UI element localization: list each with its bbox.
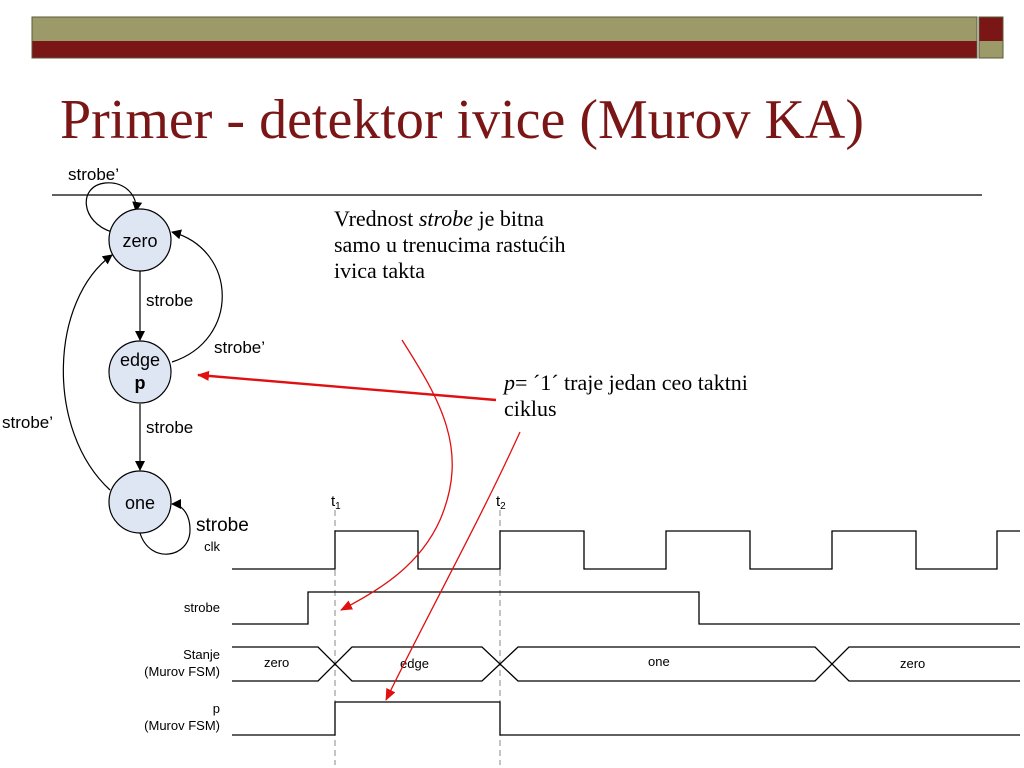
state-value-zero-1: zero <box>264 655 289 670</box>
state-edge-label: edge <box>120 350 160 370</box>
header-olive-bar <box>32 17 977 41</box>
zero-edge-label: strobe <box>146 291 193 310</box>
header-maroon-square <box>979 17 1003 41</box>
p-signal-label-line1: p <box>213 701 220 716</box>
header-olive-square <box>979 41 1003 58</box>
note-strobe-relevance: Vrednost strobe je bitna samo u trenucim… <box>334 206 566 283</box>
clk-waveform <box>232 530 1020 570</box>
state-zero <box>108 208 172 272</box>
one-zero-arc <box>62 254 113 491</box>
note-p-duration: p= ´1´ traje jedan ceo taktni ciklus <box>504 370 748 421</box>
t1-label: t1 <box>331 493 341 512</box>
slide-title: Primer - detektor ivice (Murov KA) <box>60 89 864 151</box>
one-self-label: strobe <box>196 515 249 536</box>
p-signal-label-line2: (Murov FSM) <box>144 718 220 733</box>
state-value-edge: edge <box>400 656 429 671</box>
strobe-signal-label: strobe <box>184 600 220 615</box>
edge-zero-arc <box>171 229 223 363</box>
state-one-label: one <box>125 493 155 513</box>
note2-arrow-to-state <box>197 370 497 402</box>
p-waveform <box>232 701 1020 736</box>
state-value-one: one <box>648 654 670 669</box>
clk-signal-label: clk <box>204 539 220 554</box>
state-bus-waveform <box>232 646 1020 682</box>
note1-arrow <box>340 339 453 611</box>
edge-zero-label: strobe’ <box>214 338 265 357</box>
zero-self-loop <box>85 182 143 233</box>
state-value-zero-2: zero <box>900 656 925 671</box>
one-zero-label: strobe’ <box>2 413 53 432</box>
header-bars <box>31 16 1004 59</box>
t2-label: t2 <box>496 493 506 512</box>
state-edge-output: p <box>135 373 146 393</box>
state-signal-label-line1: Stanje <box>183 647 220 662</box>
header-maroon-bar <box>32 41 977 58</box>
note2-arrow-to-p <box>385 431 521 701</box>
one-self-loop <box>139 499 191 555</box>
state-edge <box>108 340 172 404</box>
state-signal-label-line2: (Murov FSM) <box>144 664 220 679</box>
strobe-waveform <box>232 591 1020 625</box>
zero-self-label: strobe’ <box>68 165 119 184</box>
state-zero-label: zero <box>122 231 157 251</box>
edge-one-label: strobe <box>146 418 193 437</box>
state-one <box>108 470 172 534</box>
